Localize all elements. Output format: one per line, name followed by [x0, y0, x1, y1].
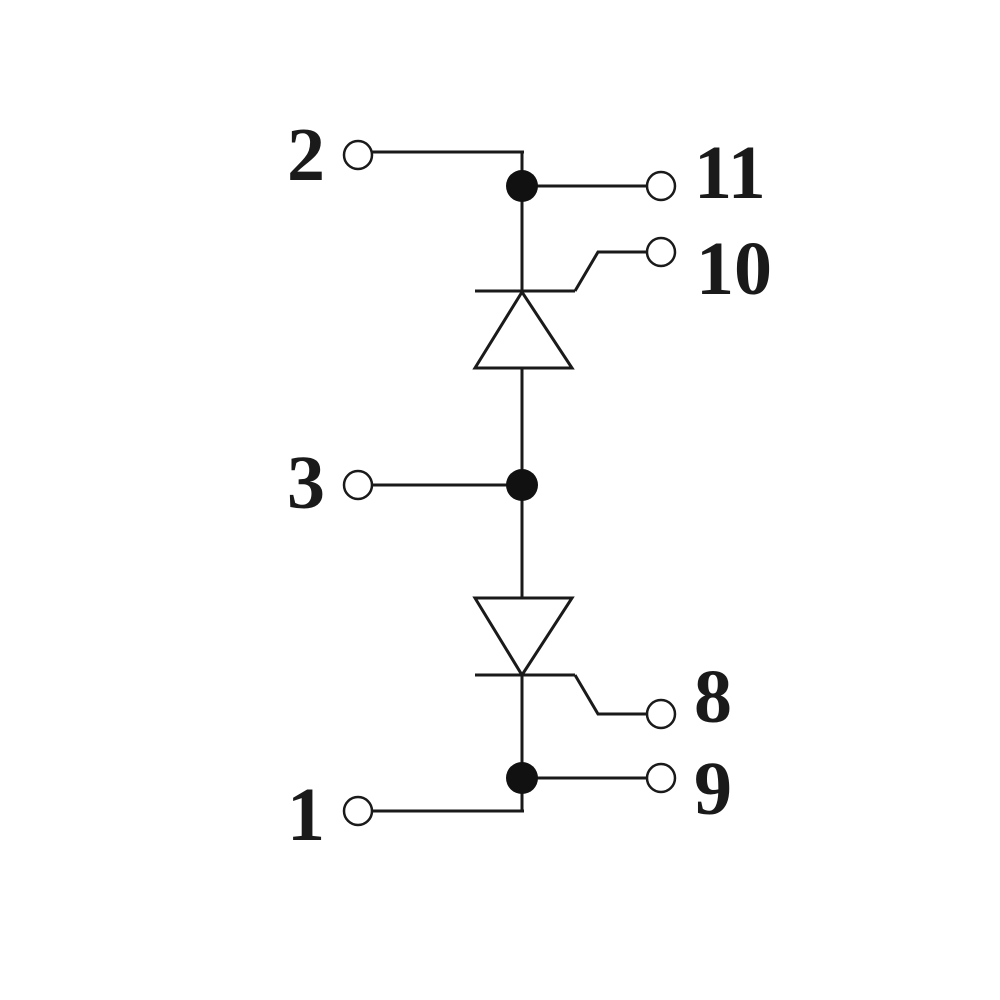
terminal-pin-3[interactable] — [342, 469, 374, 501]
terminal-pin-10[interactable] — [645, 236, 677, 268]
label-pin-3: 3 — [287, 441, 325, 525]
label-pin-1: 1 — [287, 773, 325, 857]
wire-pin-8 — [573, 674, 647, 716]
label-pin-2: 2 — [287, 113, 325, 197]
wire-pin-10 — [573, 250, 647, 292]
junction-middle — [506, 469, 538, 501]
label-pin-11: 11 — [694, 131, 766, 215]
lower-thyristor-triangle — [472, 596, 575, 678]
junction-bottom — [506, 762, 538, 794]
label-pin-8: 8 — [694, 655, 732, 739]
terminal-pin-9[interactable] — [645, 762, 677, 794]
terminal-pin-11[interactable] — [645, 170, 677, 202]
label-pin-9: 9 — [694, 747, 732, 831]
terminal-pin-1[interactable] — [342, 795, 374, 827]
terminal-pin-8[interactable] — [645, 698, 677, 730]
junction-top — [506, 170, 538, 202]
terminal-pin-2[interactable] — [342, 139, 374, 171]
upper-thyristor-triangle — [472, 289, 575, 370]
label-pin-10: 10 — [696, 227, 772, 311]
